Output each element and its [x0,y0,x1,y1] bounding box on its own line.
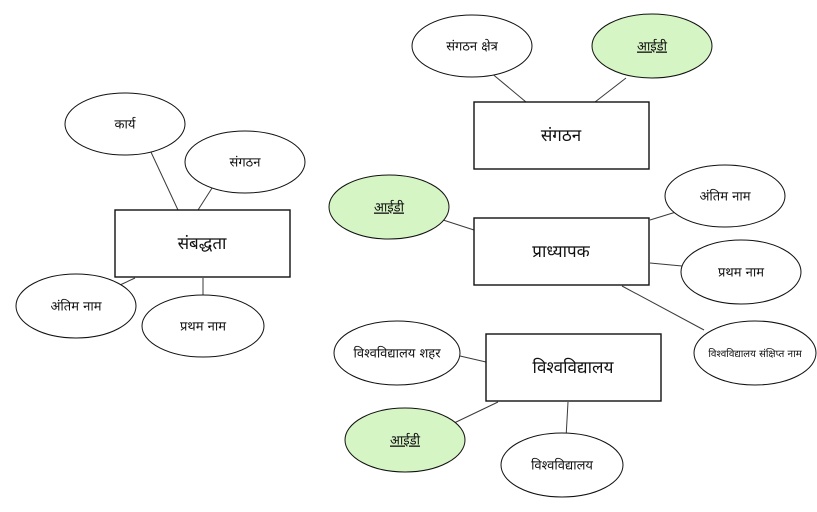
entity-label: संबद्धता [178,234,227,254]
attribute-ellipse [15,273,137,339]
attribute-ellipse [591,13,713,79]
attribute-label: आईडी [390,433,421,449]
connector-vishwavidyalay-id [451,401,499,425]
attribute-sangathan-id-key[interactable]: आईडी [591,13,713,79]
attribute-label: अंतिम नाम [700,189,751,205]
connector-pradhyapak-pratham-naam [649,262,683,267]
attribute-sambaddhata-pratham-naam[interactable]: प्रथम नाम [141,294,265,358]
entity-sangathan[interactable]: संगठन [473,101,650,170]
attribute-sambaddhata-antim-naam[interactable]: अंतिम नाम [15,273,137,339]
attribute-sangathan-kshetra[interactable]: संगठन क्षेत्र [411,14,533,78]
entity-pradhyapak[interactable]: प्राध्यापक [473,217,650,286]
attribute-vishwavidyalay-id-key[interactable]: आईडी [344,407,466,473]
connector-pradhyapak-antim-naam [649,211,677,221]
attribute-label: प्रथम नाम [718,266,764,281]
connector-vishwavidyalay-naam [565,401,569,439]
entity-vishwavidyalay[interactable]: विश्वविद्यालय [485,333,662,402]
attribute-pradhyapak-sankshipt-naam[interactable]: विश्वविद्यालय संक्षिप्त नाम [693,320,817,386]
attribute-ellipse [411,14,533,78]
attribute-ellipse [333,320,461,386]
attribute-label: संगठन [230,156,262,171]
entity-box [473,217,650,286]
attribute-sambaddhata-karya[interactable]: कार्य [64,92,186,156]
connectors [119,71,705,439]
attribute-sambaddhata-sangathan[interactable]: संगठन [184,130,306,194]
attribute-ellipse [500,432,624,498]
attribute-label: प्रथम नाम [180,320,226,335]
entity-label: विश्वविद्यालय [533,357,615,378]
attribute-label: विश्वविद्यालय शहर [353,346,441,362]
connector-sangathan-id [594,77,627,103]
attribute-ellipse [184,130,306,194]
attribute-pradhyapak-pratham-naam[interactable]: प्रथम नाम [680,239,802,305]
attribute-label: विश्वविद्यालय [531,458,593,474]
attribute-ellipse [328,174,450,240]
attribute-vishwavidyalay-shahar[interactable]: विश्वविद्यालय शहर [333,320,461,386]
attribute-label: कार्य [115,117,137,133]
connector-sambaddhata-antim-naam [119,277,136,286]
connector-vishwavidyalay-shahar [459,355,487,363]
attribute-ellipse [141,294,265,358]
attribute-ellipse [680,239,802,305]
attribute-pradhyapak-antim-naam[interactable]: अंतिम नाम [664,164,786,228]
connector-sambaddhata-sangathan [197,184,215,211]
entity-box [473,101,650,170]
attribute-pradhyapak-id-key[interactable]: आईडी [328,174,450,240]
connector-sangathan-kshetra [489,71,527,103]
entity-label: प्राध्यापक [532,242,590,262]
attribute-vishwavidyalay-naam[interactable]: विश्वविद्यालय [500,432,624,498]
attribute-ellipse [664,164,786,228]
attribute-label: आईडी [374,200,405,216]
attribute-label: आईडी [637,39,668,55]
connector-pradhyapak-id [439,218,475,231]
attribute-label: विश्वविद्यालय संक्षिप्त नाम [708,348,802,360]
connector-sambaddhata-karya [149,149,179,211]
entity-box [485,333,662,402]
connector-pradhyapak-sankshipt-naam [621,285,705,331]
entity-box [114,209,291,278]
attribute-label: संगठन क्षेत्र [446,39,498,55]
attribute-ellipse [693,320,817,386]
attribute-ellipse [344,407,466,473]
attribute-ellipse [64,92,186,156]
entity-sambaddhata[interactable]: संबद्धता [114,209,291,278]
entity-label: संगठन [541,126,582,146]
attribute-label: अंतिम नाम [51,299,102,315]
